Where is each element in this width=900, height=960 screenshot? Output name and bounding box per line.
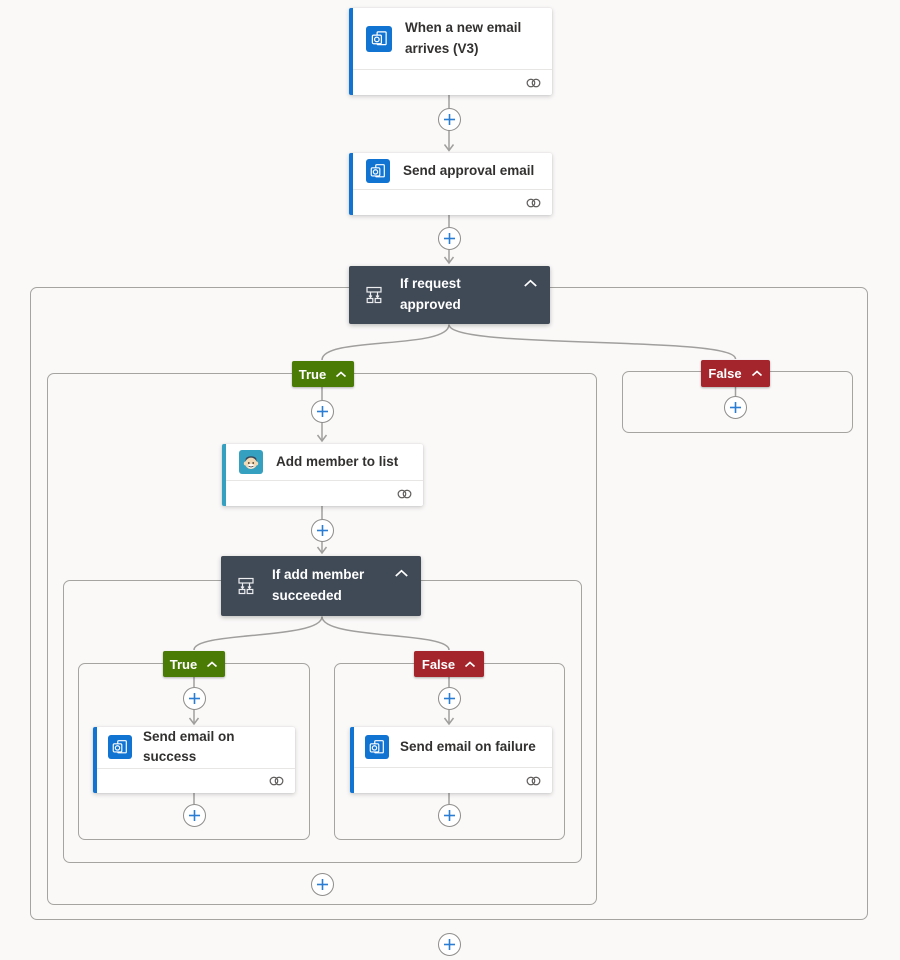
plus-icon <box>317 525 328 536</box>
action-card-add-member-to-list[interactable]: Add member to list <box>222 444 423 506</box>
chevron-up-icon[interactable] <box>523 279 538 288</box>
trigger-accent-bar <box>349 8 353 95</box>
true-branch-label: True <box>298 366 327 382</box>
condition-card-if-add-member-succeeded[interactable]: If add member succeeded <box>221 556 421 616</box>
plus-icon <box>189 810 200 821</box>
plus-icon <box>189 693 200 704</box>
insert-step-button-after-send-success[interactable] <box>183 804 206 827</box>
action-card-send-email-on-failure[interactable]: Send email on failure <box>350 727 552 793</box>
inner-false-branch-badge[interactable]: False <box>414 651 484 677</box>
trigger-title: When a new email arrives (V3) <box>405 20 522 56</box>
outer-true-branch-badge[interactable]: True <box>292 361 354 387</box>
insert-step-button-after-add-member[interactable] <box>311 519 334 542</box>
connection-icon[interactable] <box>268 774 285 788</box>
action-title: Send email on success <box>143 729 235 765</box>
action-card-send-email-on-success[interactable]: Send email on success <box>93 727 295 793</box>
action-accent-bar <box>222 444 226 506</box>
inner-true-branch-badge[interactable]: True <box>163 651 225 677</box>
plus-icon <box>444 810 455 821</box>
action-accent-bar <box>350 727 354 793</box>
mailchimp-icon <box>239 450 263 474</box>
outlook-icon <box>366 159 390 183</box>
insert-step-button-outer-false-branch[interactable] <box>724 396 747 419</box>
trigger-card-when-new-email-arrives[interactable]: When a new email arrives (V3) <box>349 8 552 95</box>
action-title: Send email on failure <box>400 738 536 754</box>
true-branch-label: True <box>169 656 198 672</box>
connection-icon[interactable] <box>525 76 542 90</box>
insert-step-button-after-outer-condition[interactable] <box>438 933 461 956</box>
connection-icon[interactable] <box>525 774 542 788</box>
plus-icon <box>317 406 328 417</box>
chevron-up-icon <box>464 660 476 668</box>
insert-step-button-after-trigger[interactable] <box>438 108 461 131</box>
condition-icon <box>364 285 384 305</box>
insert-step-button-inner-false-branch[interactable] <box>438 687 461 710</box>
outlook-icon <box>108 735 132 760</box>
insert-step-button-outer-true-branch[interactable] <box>311 400 334 423</box>
connection-icon[interactable] <box>396 487 413 501</box>
action-accent-bar <box>93 727 97 793</box>
plus-icon <box>444 939 455 950</box>
false-branch-label: False <box>708 366 742 381</box>
action-title: Add member to list <box>276 453 399 469</box>
chevron-up-icon <box>206 660 218 668</box>
condition-card-if-request-approved[interactable]: If request approved <box>349 266 550 324</box>
insert-step-button-inner-true-branch[interactable] <box>183 687 206 710</box>
condition-title: If request approved <box>400 276 461 312</box>
action-title: Send approval email <box>403 162 535 178</box>
insert-step-button-after-send-approval[interactable] <box>438 227 461 250</box>
false-branch-label: False <box>421 656 456 672</box>
outlook-icon <box>366 25 392 52</box>
chevron-up-icon <box>335 370 347 378</box>
action-accent-bar <box>349 153 353 215</box>
chevron-up-icon <box>751 370 763 377</box>
insert-step-button-after-send-failure[interactable] <box>438 804 461 827</box>
condition-title: If add member succeeded <box>272 567 365 603</box>
plus-icon <box>444 693 455 704</box>
condition-icon <box>236 576 256 596</box>
action-card-send-approval-email[interactable]: Send approval email <box>349 153 552 215</box>
insert-step-button-after-inner-condition[interactable] <box>311 873 334 896</box>
plus-icon <box>317 879 328 890</box>
outlook-icon <box>365 735 389 759</box>
plus-icon <box>444 114 455 125</box>
connection-icon[interactable] <box>525 196 542 210</box>
plus-icon <box>444 233 455 244</box>
plus-icon <box>730 402 741 413</box>
outer-false-branch-badge[interactable]: False <box>701 360 770 387</box>
chevron-up-icon[interactable] <box>394 569 409 578</box>
